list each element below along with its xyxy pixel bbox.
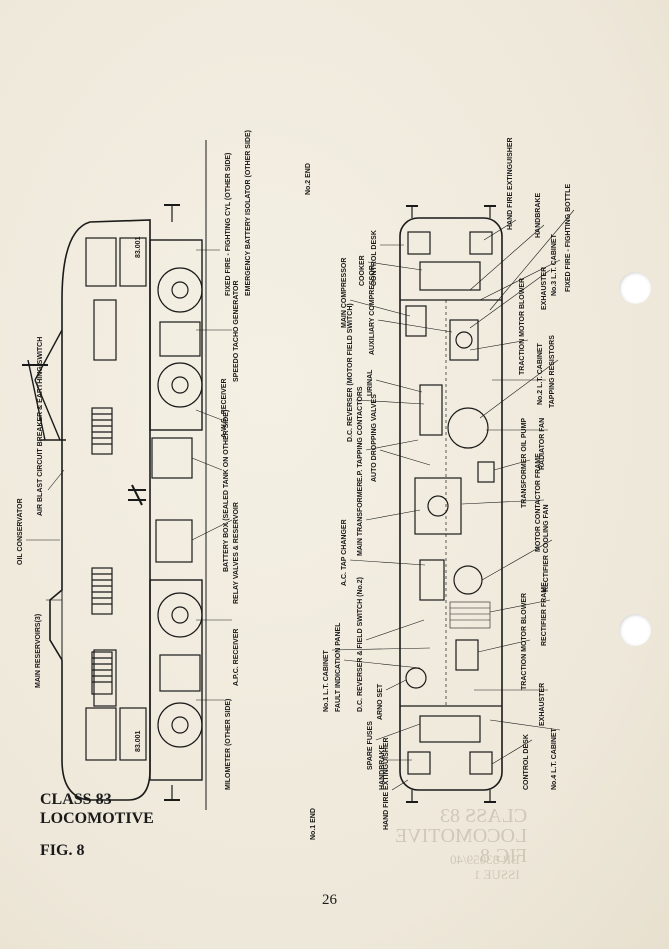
label-exhauster-top: EXHAUSTER — [541, 267, 548, 310]
grille-1 — [91, 407, 113, 455]
label-rectifier-frame: RECTIFIER FRAME — [541, 582, 548, 646]
label-speedo-tacho: SPEEDO TACHO GENERATOR — [233, 280, 240, 382]
label-milometer: MILOMETER (OTHER SIDE) — [225, 699, 232, 790]
punch-hole-bottom — [619, 614, 651, 646]
punch-hole-top — [619, 272, 651, 304]
cab-window-bottom-1 — [85, 707, 117, 761]
plan-body-outline — [399, 217, 503, 791]
label-aws-receiver: A.W.S. RECEIVER — [221, 378, 228, 438]
label-ac-tap-changer: A.C. TAP CHANGER — [341, 519, 348, 586]
label-handbrake-top: HANDBRAKE — [535, 193, 542, 238]
label-control-desk-top: CONTROL DESK — [371, 230, 378, 286]
label-fixed-fire-bottle: FIXED FIRE - FIGHTING BOTTLE — [565, 184, 572, 292]
page-number: 26 — [322, 892, 337, 908]
plan-labels-left: CONTROL DESK COOKER MAIN COMPRESSOR AUXI… — [323, 230, 390, 830]
rectifier-cooling-fan-plan — [453, 565, 483, 595]
label-lt-cabinet-2: No.2 L.T. CABINET — [537, 342, 544, 405]
label-arno-set: ARNO SET — [377, 683, 384, 720]
caption-line-2: LOCOMOTIVE — [40, 810, 154, 827]
label-main-transformer: MAIN TRANSFORMER — [357, 482, 364, 556]
label-aux-compressor: AUXILIARY COMPRESSOR — [369, 265, 376, 355]
label-radiator-fan: RADIATOR FAN — [539, 418, 546, 470]
label-handbrake-bottom: HANDBRAKE — [379, 745, 386, 790]
label-no1-end: No.1 END — [310, 808, 317, 840]
label-motor-contactor-frame: MOTOR CONTACTOR FRAME — [535, 453, 542, 552]
pantograph — [22, 329, 66, 441]
side-elevation — [22, 140, 207, 810]
label-rectifier-cooling-fan: RECTIFIER COOLING FAN — [543, 505, 550, 593]
caption-line-1: CLASS 83 — [40, 791, 112, 808]
label-fault-panel: FAULT INDICATION PANEL — [335, 622, 342, 712]
underframe-box-1 — [151, 437, 193, 479]
label-no2-end: No.2 END — [305, 163, 312, 195]
label-ep-tapping-contactors: E.P. TAPPING CONTACTORS — [357, 386, 364, 482]
cab-window-top-2 — [119, 237, 147, 287]
label-emergency-battery: EMERGENCY BATTERY ISOLATOR (OTHER SIDE) — [245, 130, 252, 296]
label-urinal: URINAL — [367, 369, 374, 396]
grille-2 — [91, 567, 113, 615]
label-relay-valves: RELAY VALVES & RESERVOIR — [233, 502, 240, 604]
relay-valves-box — [155, 519, 193, 563]
cab-window-top-1 — [85, 237, 117, 287]
seat-no2-2 — [469, 231, 493, 255]
br-logo — [128, 484, 146, 506]
label-battery-box: BATTERY BOX (SEALED TANK ON OTHER SIDE) — [223, 410, 230, 572]
label-hand-fire-ext-top: HAND FIRE EXTINGUISHER — [507, 137, 514, 230]
grille-3 — [91, 651, 113, 695]
cab-number-bottom: 83.001 — [135, 730, 142, 752]
seat-no1-1 — [407, 751, 431, 775]
side-leader-lines — [26, 249, 233, 701]
label-transformer-oil-pump: TRANSFORMER OIL PUMP — [521, 418, 528, 508]
label-apc-receiver: A.P.C. RECEIVER — [233, 629, 240, 686]
cab-window-bottom-2 — [119, 707, 147, 761]
seat-no1-2 — [469, 751, 493, 775]
label-tapping-resistors: TAPPING RESISTORS — [549, 335, 556, 408]
bogie-no2-end — [149, 239, 203, 431]
label-dc-reverser: D.C. REVERSER (MOTOR FIELD SWITCH) — [347, 303, 354, 442]
label-cooker: COOKER — [359, 255, 366, 286]
label-air-blast-breaker: AIR BLAST CIRCUIT BREAKER & EARTHING SWI… — [37, 337, 44, 516]
label-main-reservoirs: MAIN RESERVOIRS(3) — [35, 614, 42, 688]
label-auto-dropping-valves: AUTO DROPPING VALVES — [371, 394, 378, 482]
label-lt-cabinet-4: No.4 L.T. CABINET — [551, 727, 558, 790]
label-control-desk-bottom: CONTROL DESK — [523, 734, 530, 790]
side-view-labels: OIL CONSERVATOR MAIN RESERVOIRS(3) AIR B… — [17, 130, 252, 790]
seat-no2-1 — [407, 231, 431, 255]
label-lt-cabinet-3: No.3 L.T. CABINET — [551, 233, 558, 296]
label-lt-cabinet-1: No.1 L.T. CABINET — [323, 649, 330, 712]
label-main-compressor: MAIN COMPRESSOR — [341, 258, 348, 328]
figure-caption: CLASS 83 LOCOMOTIVE — [40, 790, 154, 828]
plan-view — [399, 205, 503, 803]
bogie-no1-end — [149, 579, 203, 781]
figure-number: FIG. 8 — [40, 842, 85, 859]
label-hand-fire-ext-bottom: HAND FIRE EXTINGUISHER — [383, 737, 390, 830]
label-fixed-fire: FIXED FIRE - FIGHTING CYL (OTHER SIDE) — [225, 153, 232, 296]
label-oil-conservator: OIL CONSERVATOR — [17, 498, 24, 565]
plan-leader-lines — [331, 209, 575, 791]
label-dc-reverser-2: D.C. REVERSER & FIELD SWITCH (No.2) — [357, 577, 364, 712]
label-traction-motor-blower-top: TRACTION MOTOR BLOWER — [519, 278, 526, 375]
main-transformer — [414, 477, 462, 535]
loco-body-outline — [49, 219, 151, 801]
cab-number-top: 83.001 — [135, 236, 142, 258]
label-spare-fuses: SPARE FUSES — [367, 721, 374, 770]
label-exhauster-bottom: EXHAUSTER — [539, 683, 546, 726]
